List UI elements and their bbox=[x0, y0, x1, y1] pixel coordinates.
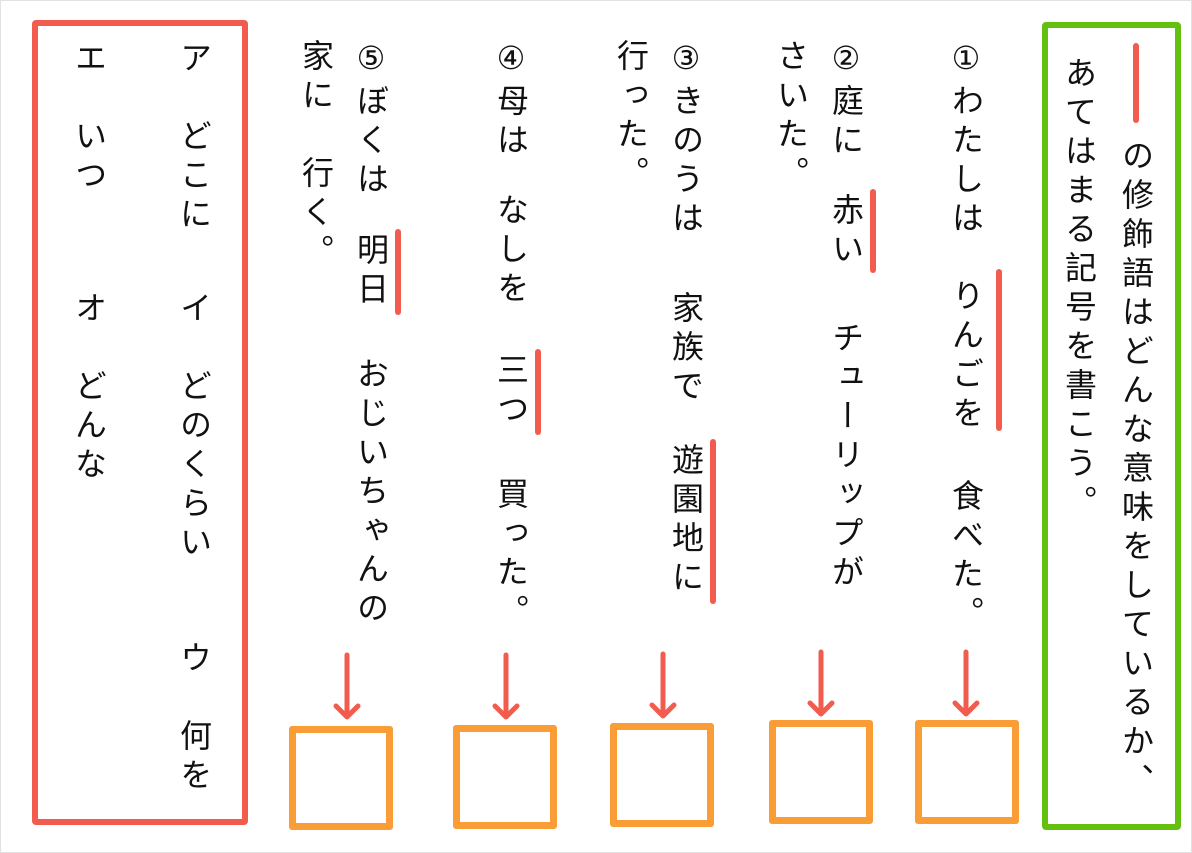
sentence-2-part-2: 赤い bbox=[827, 193, 865, 271]
instruction-frame bbox=[1042, 22, 1181, 830]
sentence-5-part-2: 明日 bbox=[352, 233, 390, 311]
arrow-down-icon bbox=[492, 652, 520, 720]
arrow-down-icon bbox=[649, 651, 677, 719]
sentence-3-underline bbox=[710, 439, 716, 604]
sentence-4-part-3: 三つ bbox=[492, 353, 530, 431]
sentence-4-underline bbox=[535, 349, 541, 435]
answer-box-5[interactable] bbox=[289, 726, 393, 830]
sentence-2-part-1: ②庭に bbox=[827, 39, 865, 162]
sentence-5-part-1: ⑤ぼくは bbox=[352, 39, 390, 201]
instruction-line-2: あてはまる記号を書こう。 bbox=[1060, 56, 1098, 524]
option-e: エ いつ bbox=[70, 41, 108, 197]
sentence-3-part-4: 行った。 bbox=[612, 39, 650, 195]
arrow-down-icon bbox=[952, 649, 980, 717]
instruction-line-1: の修飾語はどんな意味をしているか、 bbox=[1117, 139, 1155, 802]
sentence-1-underline bbox=[996, 269, 1002, 431]
sentence-5-part-3: おじいちゃんの bbox=[352, 357, 390, 630]
sentence-4-part-4: 買った。 bbox=[492, 477, 530, 633]
sentence-1-part-3: 食べた。 bbox=[947, 479, 985, 635]
sentence-4-part-2: なしを bbox=[492, 193, 530, 310]
options-frame bbox=[32, 20, 248, 825]
arrow-down-icon bbox=[807, 649, 835, 717]
sentence-1-part-1: ①わたしは bbox=[947, 39, 985, 240]
sentence-5-part-4: 家に 行く。 bbox=[297, 39, 335, 273]
option-o: オ どんな bbox=[70, 291, 108, 486]
option-i: イ どのくらい bbox=[175, 291, 213, 564]
option-a: ア どこに bbox=[175, 41, 213, 236]
arrow-down-icon bbox=[333, 652, 361, 720]
sentence-2-part-3: チューリップが bbox=[827, 321, 865, 594]
sentence-4-part-1: ④母は bbox=[492, 39, 530, 162]
option-u: ウ 何を bbox=[175, 641, 213, 797]
answer-box-3[interactable] bbox=[610, 723, 714, 827]
sentence-1-part-2: りんごを bbox=[947, 279, 985, 435]
answer-box-1[interactable] bbox=[915, 720, 1019, 824]
sentence-3-part-2: 家族で bbox=[667, 291, 705, 408]
sentence-3-part-1: ③きのうは bbox=[667, 39, 705, 240]
answer-box-2[interactable] bbox=[769, 720, 873, 824]
sentence-3-part-3: 遊園地に bbox=[667, 443, 705, 599]
underline-sample bbox=[1133, 43, 1139, 123]
sentence-2-part-4: さいた。 bbox=[772, 39, 810, 195]
sentence-5-underline bbox=[395, 229, 401, 315]
answer-box-4[interactable] bbox=[453, 725, 557, 829]
sentence-2-underline bbox=[870, 189, 876, 273]
